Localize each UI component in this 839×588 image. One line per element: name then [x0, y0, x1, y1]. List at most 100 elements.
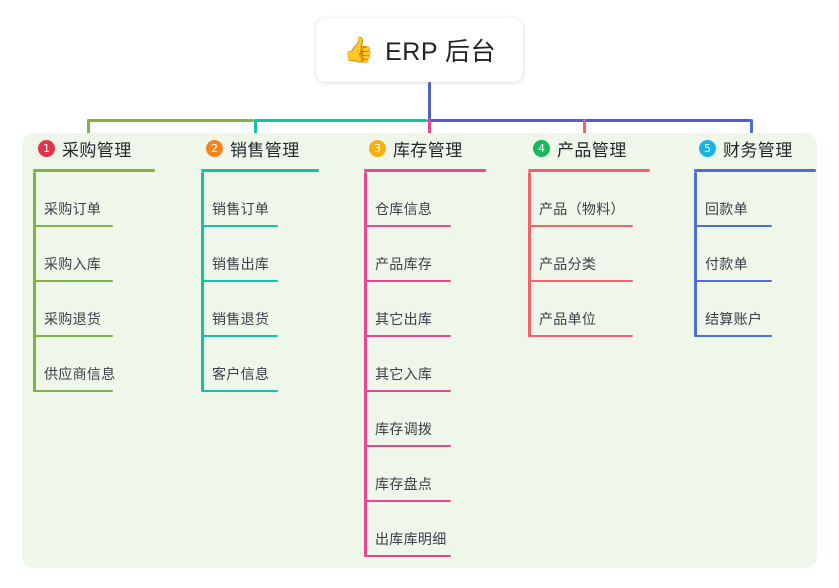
column-spine-1 [33, 172, 36, 392]
list-item-rule [201, 280, 278, 282]
list-item-label: 库存调拨 [375, 421, 433, 437]
connector-root-stem [428, 82, 431, 122]
root-node[interactable]: 👍 ERP 后台 [316, 18, 523, 82]
column-3: 3 库存管理仓库信息产品库存其它出库其它入库库存调拨库存盘点出库库明细 [353, 133, 523, 557]
column-badge-4: 4 [533, 139, 550, 157]
list-item-rule [33, 335, 113, 337]
column-rule-4 [528, 169, 650, 172]
column-badge-1: 1 [38, 139, 55, 157]
list-item-rule [364, 225, 451, 227]
list-item[interactable]: 付款单 [683, 227, 839, 282]
list-item[interactable]: 产品库存 [353, 227, 523, 282]
list-item-label: 仓库信息 [375, 201, 433, 217]
list-item-rule [528, 225, 633, 227]
list-item-rule [364, 555, 451, 557]
column-1: 1 采购管理采购订单采购入库采购退货供应商信息 [22, 133, 192, 392]
list-item-rule [33, 280, 113, 282]
column-4: 4 产品管理产品（物料） 产品分类产品单位 [517, 133, 687, 337]
column-header-2[interactable]: 2 销售管理 [190, 133, 355, 163]
column-header-1[interactable]: 1 采购管理 [22, 133, 192, 163]
list-item[interactable]: 采购订单 [22, 172, 192, 227]
list-item-label: 产品（物料） [539, 201, 625, 217]
list-item-label: 采购入库 [44, 256, 102, 272]
list-item[interactable]: 销售退货 [190, 282, 355, 337]
connector-segment-1 [87, 119, 254, 122]
list-item-label: 采购退货 [44, 311, 102, 327]
list-item[interactable]: 仓库信息 [353, 172, 523, 227]
column-header-4[interactable]: 4 产品管理 [517, 133, 687, 163]
column-rule-2 [201, 169, 319, 172]
list-item-label: 销售退货 [212, 311, 270, 327]
column-title-3: 库存管理 [393, 140, 463, 160]
list-item[interactable]: 客户信息 [190, 337, 355, 392]
list-item-rule [201, 390, 278, 392]
column-items-3: 仓库信息产品库存其它出库其它入库库存调拨库存盘点出库库明细 [353, 172, 523, 557]
list-item[interactable]: 采购入库 [22, 227, 192, 282]
root-title: ERP 后台 [385, 38, 497, 66]
root-node-content: 👍 ERP 后台 [343, 32, 496, 68]
list-item-rule [694, 335, 772, 337]
list-item-label: 供应商信息 [44, 366, 116, 382]
list-item-rule [694, 225, 772, 227]
column-badge-3: 3 [369, 139, 386, 157]
list-item[interactable]: 出库库明细 [353, 502, 523, 557]
column-spine-4 [528, 172, 531, 337]
column-title-5: 财务管理 [723, 140, 793, 160]
list-item-rule [33, 390, 113, 392]
column-header-3[interactable]: 3 库存管理 [353, 133, 523, 163]
column-rule-3 [364, 169, 486, 172]
list-item[interactable]: 销售订单 [190, 172, 355, 227]
list-item-rule [364, 280, 451, 282]
list-item-label: 客户信息 [212, 366, 270, 382]
list-item[interactable]: 采购退货 [22, 282, 192, 337]
column-rule-5 [694, 169, 816, 172]
column-items-4: 产品（物料） 产品分类产品单位 [517, 172, 687, 337]
list-item-rule [33, 225, 113, 227]
list-item-rule [528, 280, 633, 282]
list-item-label: 产品分类 [539, 256, 597, 272]
column-badge-5: 5 [699, 139, 716, 157]
connector-segment-2 [254, 119, 427, 122]
list-item[interactable]: 销售出库 [190, 227, 355, 282]
list-item-label: 其它出库 [375, 311, 433, 327]
list-item-label: 回款单 [705, 201, 748, 217]
list-item-label: 结算账户 [705, 311, 763, 327]
column-spine-3 [364, 172, 367, 557]
column-title-1: 采购管理 [62, 140, 132, 160]
column-5: 5 财务管理回款单付款单结算账户 [683, 133, 839, 337]
list-item-label: 采购订单 [44, 201, 102, 217]
list-item[interactable]: 回款单 [683, 172, 839, 227]
list-item-label: 产品库存 [375, 256, 433, 272]
connector-segment-3 [427, 119, 751, 122]
list-item-label: 库存盘点 [375, 476, 433, 492]
column-items-2: 销售订单销售出库销售退货客户信息 [190, 172, 355, 392]
column-rule-1 [33, 169, 155, 172]
list-item-label: 产品单位 [539, 311, 597, 327]
list-item-rule [201, 225, 278, 227]
list-item-rule [201, 335, 278, 337]
column-items-1: 采购订单采购入库采购退货供应商信息 [22, 172, 192, 392]
list-item-rule [364, 500, 451, 502]
list-item[interactable]: 库存盘点 [353, 447, 523, 502]
column-2: 2 销售管理销售订单销售出库销售退货客户信息 [190, 133, 355, 392]
list-item[interactable]: 产品分类 [517, 227, 687, 282]
column-badge-2: 2 [206, 139, 223, 157]
list-item-rule [364, 390, 451, 392]
column-header-5[interactable]: 5 财务管理 [683, 133, 839, 163]
list-item[interactable]: 结算账户 [683, 282, 839, 337]
list-item-label: 销售出库 [212, 256, 270, 272]
list-item-rule [364, 445, 451, 447]
list-item[interactable]: 产品（物料） [517, 172, 687, 227]
column-title-2: 销售管理 [230, 140, 300, 160]
column-spine-2 [201, 172, 204, 392]
list-item-label: 付款单 [705, 256, 748, 272]
list-item[interactable]: 库存调拨 [353, 392, 523, 447]
list-item[interactable]: 其它入库 [353, 337, 523, 392]
list-item[interactable]: 其它出库 [353, 282, 523, 337]
list-item-rule [694, 280, 772, 282]
diagram-panel: 1 采购管理采购订单采购入库采购退货供应商信息 2 销售管理销售订单销售出库销售退货客… [22, 133, 817, 568]
column-title-4: 产品管理 [557, 140, 627, 160]
list-item[interactable]: 供应商信息 [22, 337, 192, 392]
list-item[interactable]: 产品单位 [517, 282, 687, 337]
list-item-rule [364, 335, 451, 337]
